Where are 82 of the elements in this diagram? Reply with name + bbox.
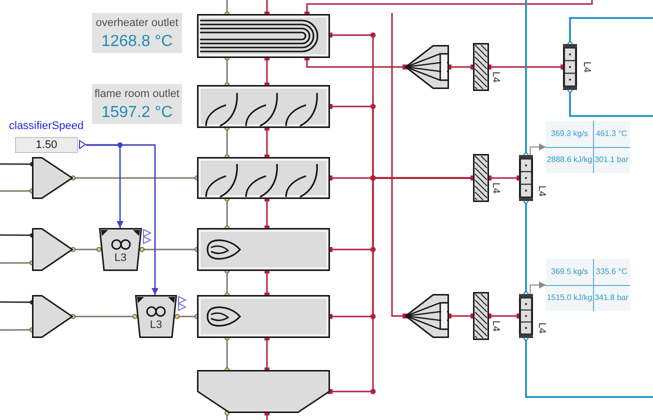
- component-label: L4: [581, 61, 591, 73]
- mass-flow-value: 369.3 kg/s: [551, 130, 588, 138]
- pipe-line: [0, 327, 34, 332]
- component-label: L4: [490, 71, 500, 83]
- temperature-value: 1268.8 °C: [101, 32, 173, 51]
- temperature-value: 461.3 °C: [596, 130, 628, 138]
- furnace-section: [197, 85, 330, 128]
- mill-label: L3: [114, 252, 127, 264]
- pipe-segment: [519, 294, 533, 338]
- pipe-line: [264, 336, 270, 372]
- pipe-line: [70, 247, 102, 252]
- display-title: overheater outlet: [96, 16, 178, 30]
- pipe-line: [224, 268, 230, 298]
- enthalpy-value: 2888.6 kJ/kg: [546, 156, 592, 164]
- pipe-line: [304, 0, 593, 16]
- number-input-field: 1.50: [15, 137, 78, 153]
- pipe-line: [224, 0, 230, 16]
- component-label: L4: [490, 320, 500, 332]
- pipe-line: [224, 196, 230, 230]
- mixer-block: [32, 228, 73, 271]
- mixer-block: [32, 295, 73, 338]
- pipe-line: [304, 56, 408, 70]
- pipe-line: [264, 0, 270, 16]
- component-label: L4: [536, 185, 546, 197]
- hatched-block: [473, 43, 489, 91]
- pipe-line: [446, 64, 476, 70]
- pipe-line: [264, 126, 270, 160]
- measurement-table: [546, 259, 630, 311]
- pipe-line: [391, 13, 408, 318]
- pipe-line: [224, 336, 230, 372]
- pipe-line: [224, 410, 230, 420]
- superheater-block: [197, 14, 330, 58]
- display-title: flame room outlet: [94, 87, 180, 101]
- pipe-line: [264, 268, 270, 298]
- temperature-display: [92, 84, 182, 124]
- pipe-line: [328, 176, 473, 394]
- pipe-line: [174, 314, 200, 319]
- signal-arrow: [86, 144, 158, 295]
- mixer-block: [32, 157, 73, 199]
- nozzle-block: [405, 45, 449, 89]
- pipe-line: [0, 162, 34, 166]
- parameter-label: classifierSpeed: [9, 120, 84, 133]
- component-label: L4: [536, 322, 546, 334]
- component-label: L4: [490, 182, 500, 194]
- temperature-display: [92, 13, 182, 53]
- pipe-line: [70, 176, 200, 180]
- pipe-line: [486, 314, 522, 318]
- pipe-segment: [519, 155, 533, 201]
- pipe-line: [224, 126, 230, 160]
- enthalpy-value: 1515.0 kJ/kg: [546, 294, 592, 302]
- pipe-line: [446, 314, 476, 318]
- leader-arrow: [530, 144, 546, 156]
- pipe-line: [0, 188, 34, 194]
- mill-label: L3: [150, 319, 162, 331]
- pipe-line: [224, 56, 230, 88]
- burner-section: [197, 295, 330, 338]
- furnace-section: [197, 157, 330, 199]
- pipe-line: [0, 260, 34, 266]
- measurement-table: [546, 121, 630, 173]
- temperature-value: 1597.2 °C: [101, 103, 173, 122]
- burner-section: [197, 228, 330, 271]
- pressure-value: 341.8 bar: [594, 294, 628, 302]
- temperature-value: 335.6 °C: [596, 268, 628, 276]
- pipe-line: [486, 64, 566, 70]
- pipe-line: [264, 410, 270, 420]
- nozzle-block: [405, 294, 449, 338]
- mill-block: [135, 295, 177, 338]
- hatched-block: [473, 292, 489, 340]
- pipe-line: [264, 56, 270, 88]
- pipe-line: [140, 247, 200, 252]
- pipe-line: [70, 314, 138, 319]
- pipe-line: [0, 300, 34, 304]
- leader-arrow: [530, 282, 546, 294]
- mill-block: [99, 228, 142, 271]
- pipe-line: [486, 176, 522, 180]
- mass-flow-value: 369.5 kg/s: [551, 268, 588, 276]
- hopper-block: [197, 370, 330, 413]
- hatched-block: [473, 154, 489, 202]
- pipe-line: [264, 196, 270, 230]
- pipe-line: [0, 233, 34, 238]
- pressure-value: 301.1 bar: [594, 156, 628, 164]
- pipe-segment: [563, 44, 577, 90]
